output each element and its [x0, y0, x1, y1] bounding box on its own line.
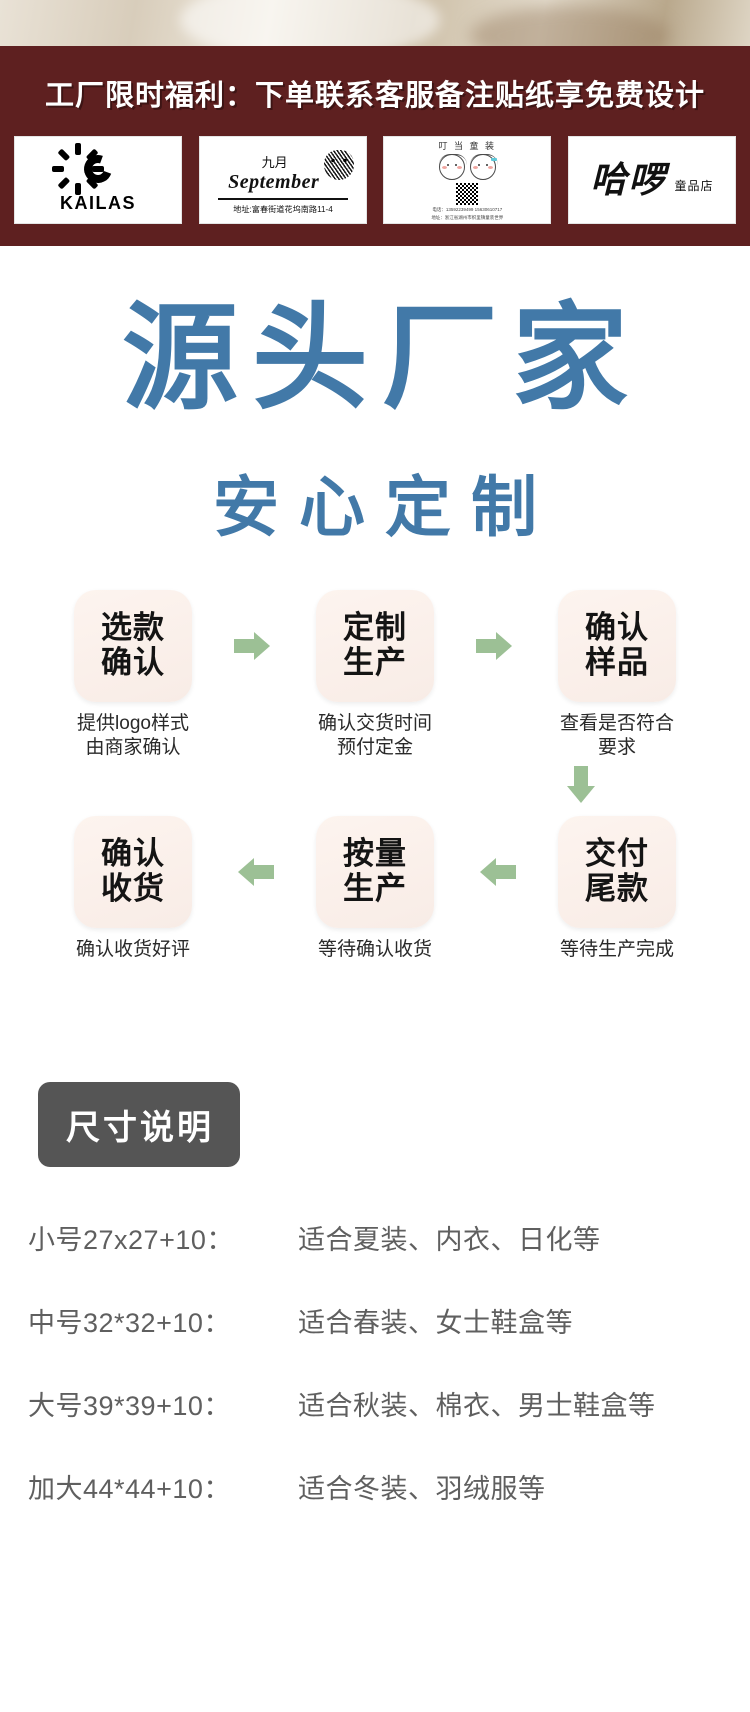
logo-brand-text: KAILAS [60, 192, 136, 213]
size-label: 大号39*39+10： [28, 1391, 231, 1421]
top-photo-strip [0, 0, 750, 46]
customer-logo-row: KAILAS 九月 September 地址:富春街道花坞南路11-4 叮 当 … [0, 114, 750, 224]
flow-step-select-style: 选款 确认 提供logo样式 由商家确认 [43, 590, 223, 760]
flow-step-box: 定制 生产 [316, 590, 434, 702]
flow-step-line2: 样品 [585, 645, 649, 680]
size-row: 大号39*39+10： 适合秋装、棉衣、男士鞋盒等 [28, 1384, 722, 1423]
logo-address: 地址:富春街道花坞南路11-4 [232, 203, 333, 214]
qr-code-icon [456, 182, 479, 205]
size-description: 适合春装、女士鞋盒等 [298, 1308, 573, 1338]
flow-step-caption: 提供logo样式 由商家确认 [77, 713, 189, 758]
flow-step-line2: 生产 [343, 645, 407, 680]
arrow-left-icon [223, 816, 285, 928]
flow-step-line1: 交付 [585, 835, 649, 871]
promo-banner-title: 工厂限时福利：下单联系客服备注贴纸享免费设计 [44, 80, 705, 112]
arrow-down-wrap [0, 765, 750, 806]
fox-icon [323, 149, 354, 180]
size-label: 加大44*44+10： [28, 1474, 231, 1504]
flow-step-box: 按量 生产 [316, 815, 434, 928]
flow-step-box: 确认 样品 [558, 590, 676, 702]
flow-step-line1: 定制 [343, 610, 407, 646]
arrow-right-icon [465, 590, 527, 702]
size-row: 小号27x27+10： 适合夏装、内衣、日化等 [28, 1218, 722, 1257]
flow-step-line1: 选款 [101, 610, 165, 646]
flow-step-box: 交付 尾款 [558, 815, 676, 928]
logo-contact-line: 电话：13592239499 15630610717 [432, 206, 503, 212]
page-headline: 源头厂家 [122, 293, 642, 423]
flow-step-line2: 尾款 [585, 870, 649, 906]
flow-step-caption: 等待生产完成 [559, 938, 674, 960]
flow-step-line1: 按量 [343, 835, 407, 871]
process-flow-row-1: 选款 确认 提供logo样式 由商家确认 定制 生产 确认交货时间 预付定金 确… [0, 590, 750, 760]
size-specification-list: 小号27x27+10： 适合夏装、内衣、日化等 中号32*32+10： 适合春装… [0, 1218, 750, 1550]
size-label: 小号27x27+10： [28, 1225, 234, 1255]
flow-step-line1: 确认 [585, 610, 649, 646]
size-section-badge: 尺寸说明 [38, 1082, 240, 1167]
flow-step-bulk-production: 按量 生产 等待确认收货 [285, 815, 465, 962]
size-row: 中号32*32+10： 适合春装、女士鞋盒等 [28, 1301, 722, 1340]
flow-step-caption: 等待确认收货 [317, 938, 432, 960]
size-label: 中号32*32+10： [28, 1308, 231, 1338]
process-flow: 选款 确认 提供logo样式 由商家确认 定制 生产 确认交货时间 预付定金 确… [0, 590, 750, 961]
photo-highlight-right [470, 6, 670, 46]
page-subheadline: 安心定制 [213, 470, 557, 544]
logo-card-dingdang: 叮 当 童 装 电话：13592239499 15630610717 地址：浙江… [383, 136, 552, 224]
logo-card-kailas: KAILAS [14, 136, 182, 224]
flow-step-confirm-sample: 确认 样品 查看是否符合 要求 [527, 590, 707, 760]
logo-address-line: 地址：浙江省湖州市织里镇童装世界 [431, 215, 504, 220]
size-description: 适合夏装、内衣、日化等 [298, 1225, 601, 1255]
arrow-left-icon [465, 816, 527, 928]
flow-step-caption: 查看是否符合 要求 [559, 713, 674, 758]
logo-cn-text: 九月 [261, 154, 288, 170]
flow-step-line2: 生产 [343, 870, 407, 906]
flow-step-caption: 确认收货好评 [75, 938, 190, 960]
sun-icon [52, 142, 124, 195]
logo-sub-text: 童品店 [674, 179, 714, 193]
divider [217, 197, 348, 200]
flow-step-final-payment: 交付 尾款 等待生产完成 [527, 815, 707, 962]
process-flow-row-2: 确认 收货 确认收货好评 按量 生产 等待确认收货 交付 尾款 等待生产完成 [0, 815, 750, 962]
kids-faces-icon [438, 153, 498, 180]
logo-en-text: September [228, 170, 320, 193]
flow-step-line2: 收货 [101, 870, 165, 906]
flow-step-custom-production: 定制 生产 确认交货时间 预付定金 [285, 590, 465, 760]
size-description: 适合秋装、棉衣、男士鞋盒等 [298, 1391, 656, 1421]
arrow-right-icon [223, 590, 285, 702]
size-row: 加大44*44+10： 适合冬装、羽绒服等 [28, 1467, 722, 1506]
logo-card-september: 九月 September 地址:富春街道花坞南路11-4 [198, 136, 367, 224]
logo-title-text: 叮 当 童 装 [438, 140, 497, 151]
logo-card-haluo: 哈啰 童品店 [567, 136, 736, 224]
promo-banner: 工厂限时福利：下单联系客服备注贴纸享免费设计 KAILAS 九月 Sep [0, 46, 750, 246]
flow-step-caption: 确认交货时间 预付定金 [317, 713, 432, 758]
flow-step-confirm-receipt: 确认 收货 确认收货好评 [43, 815, 223, 962]
flow-step-box: 选款 确认 [74, 590, 192, 702]
size-description: 适合冬装、羽绒服等 [298, 1474, 546, 1504]
flow-step-line2: 确认 [101, 645, 165, 680]
logo-main-text: 哈啰 [590, 159, 667, 201]
photo-highlight-left [180, 0, 440, 46]
flow-step-line1: 确认 [101, 835, 165, 871]
flow-step-box: 确认 收货 [74, 815, 192, 928]
